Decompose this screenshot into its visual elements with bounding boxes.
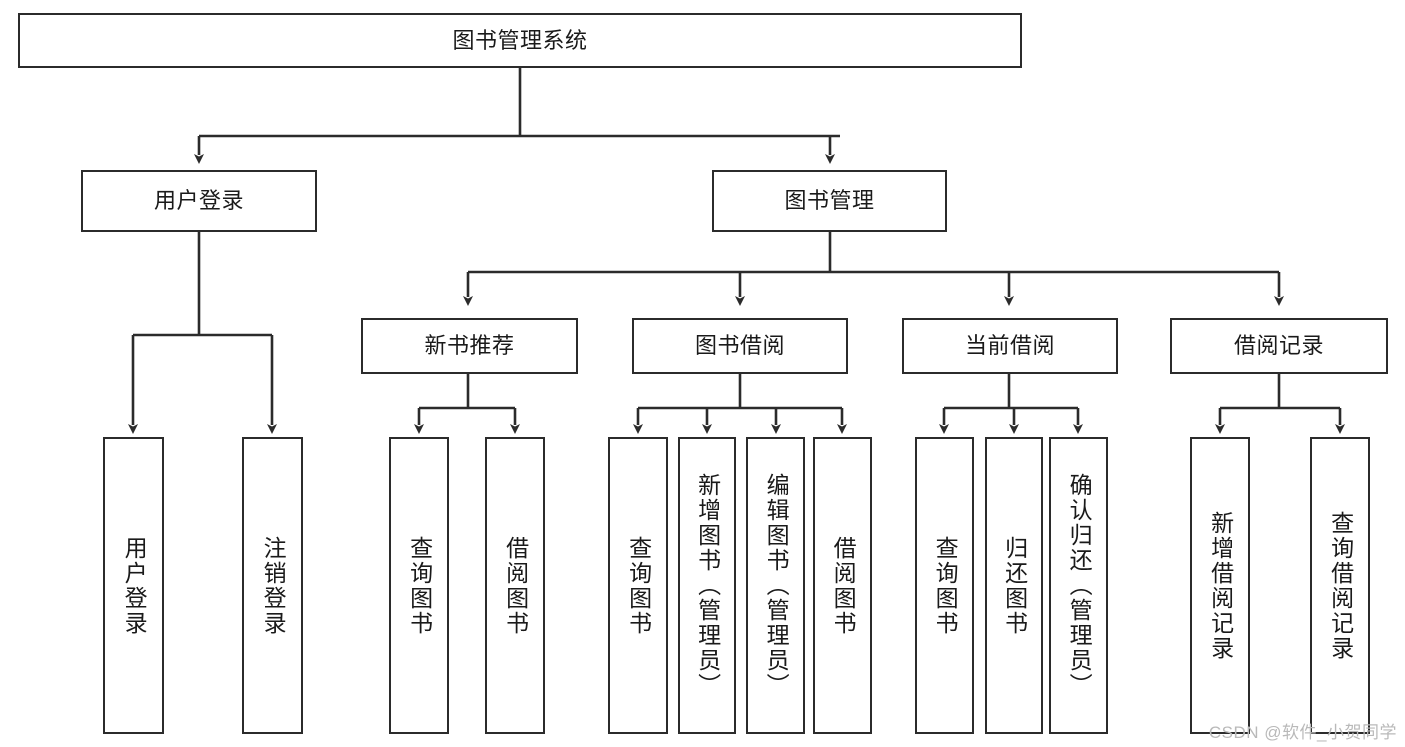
leaf-label: 查询图书 [932,535,959,636]
leaf-book-borrow-4[interactable]: 借阅图书 [813,437,872,734]
node-borrow-record[interactable]: 借阅记录 [1170,318,1388,374]
node-book-borrow[interactable]: 图书借阅 [632,318,848,374]
leaf-user-login-2[interactable]: 注销登录 [242,437,303,734]
leaf-label: 编辑图书（管理员） [763,473,790,698]
node-current-borrow-label: 当前借阅 [964,333,1055,359]
node-user-login-label: 用户登录 [153,188,244,214]
leaf-user-login-1[interactable]: 用户登录 [103,437,164,734]
leaf-book-borrow-2[interactable]: 新增图书（管理员） [678,437,736,734]
leaf-book-borrow-3[interactable]: 编辑图书（管理员） [746,437,805,734]
leaf-label: 归还图书 [1001,535,1028,636]
leaf-current-borrow-3[interactable]: 确认归还（管理员） [1049,437,1108,734]
node-current-borrow[interactable]: 当前借阅 [902,318,1118,374]
leaf-label: 借阅图书 [830,535,857,636]
leaf-label: 查询图书 [625,535,652,636]
node-user-login[interactable]: 用户登录 [81,170,317,232]
leaf-borrow-record-1[interactable]: 新增借阅记录 [1190,437,1250,734]
leaf-new-book-2[interactable]: 借阅图书 [485,437,545,734]
node-root[interactable]: 图书管理系统 [18,13,1022,68]
leaf-label: 用户登录 [121,535,148,636]
leaf-current-borrow-2[interactable]: 归还图书 [985,437,1043,734]
leaf-new-book-1[interactable]: 查询图书 [389,437,449,734]
leaf-label: 确认归还（管理员） [1066,473,1093,698]
node-new-book-recommend[interactable]: 新书推荐 [361,318,578,374]
leaf-label: 借阅图书 [502,535,529,636]
node-borrow-record-label: 借阅记录 [1233,333,1324,359]
node-book-borrow-label: 图书借阅 [694,333,785,359]
leaf-borrow-record-2[interactable]: 查询借阅记录 [1310,437,1370,734]
leaf-label: 新增图书（管理员） [694,473,721,698]
leaf-label: 查询借阅记录 [1327,510,1354,661]
node-new-book-recommend-label: 新书推荐 [424,333,515,359]
leaf-label: 新增借阅记录 [1207,510,1234,661]
node-book-manage[interactable]: 图书管理 [712,170,947,232]
leaf-book-borrow-1[interactable]: 查询图书 [608,437,668,734]
leaf-label: 注销登录 [260,535,287,636]
node-root-label: 图书管理系统 [452,27,588,53]
leaf-current-borrow-1[interactable]: 查询图书 [915,437,974,734]
leaf-label: 查询图书 [406,535,433,636]
node-book-manage-label: 图书管理 [784,188,875,214]
